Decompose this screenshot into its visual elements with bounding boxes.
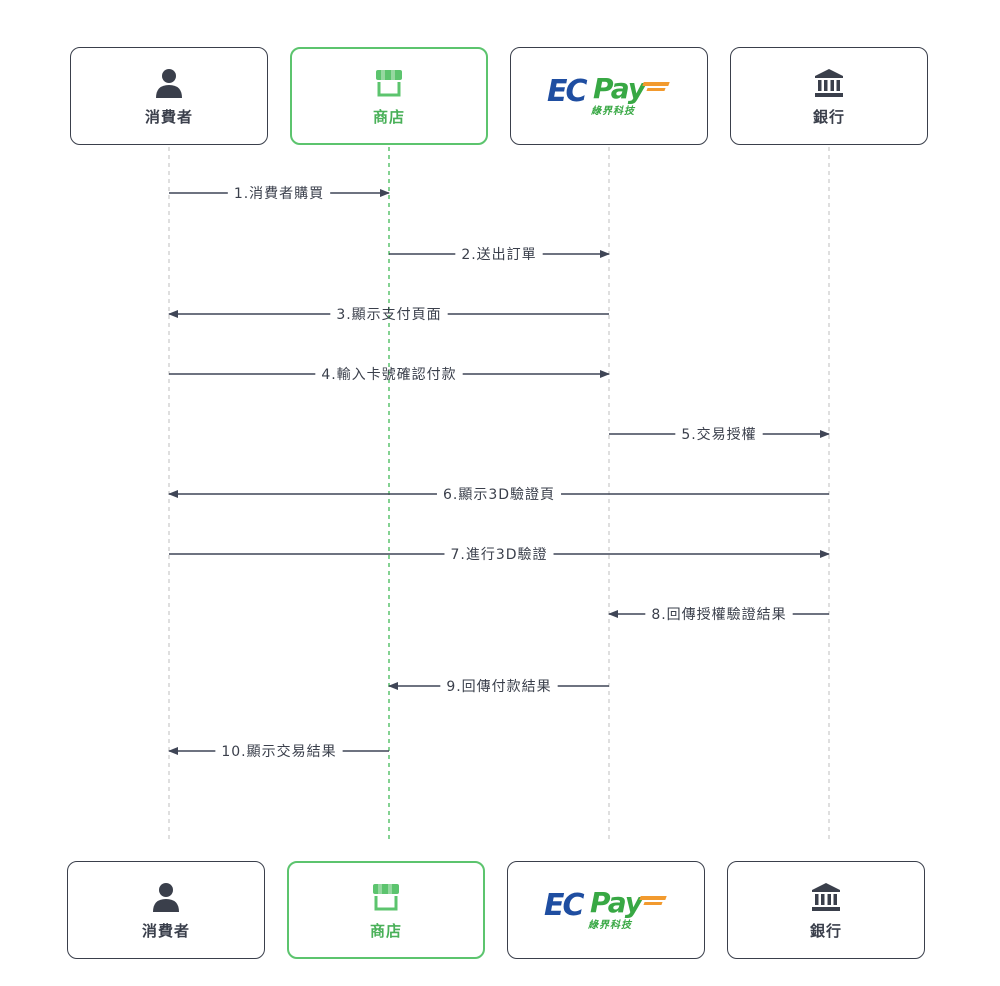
user-icon — [152, 880, 180, 914]
participant-label: 銀行 — [812, 107, 845, 126]
ecpay-logo-ec: EC — [544, 888, 584, 923]
participant-consumer-top: 消費者 — [70, 47, 268, 145]
ecpay-logo-subtitle: 綠界科技 — [591, 106, 635, 117]
message-label: 5.交易授權 — [681, 426, 756, 443]
participant-ecpay-top: EC Pay 綠界科技 — [510, 47, 708, 145]
participant-store-top: 商店 — [290, 47, 488, 145]
bank-icon — [811, 880, 841, 914]
ecpay-logo-subtitle: 綠界科技 — [588, 920, 632, 931]
message-label: 7.進行3D驗證 — [450, 546, 547, 563]
participant-label: 商店 — [372, 107, 405, 126]
message-label: 2.送出訂單 — [461, 247, 536, 263]
participant-label: 商店 — [369, 921, 402, 940]
participant-store-bottom: 商店 — [287, 861, 485, 959]
message-label: 9.回傳付款結果 — [446, 679, 551, 695]
participant-ecpay-bottom: EC Pay 綠界科技 — [507, 861, 705, 959]
ecpay-logo-pay: Pay — [593, 72, 646, 105]
participant-consumer-bottom: 消費者 — [67, 861, 265, 959]
bank-icon — [814, 66, 844, 100]
ecpay-logo: EC Pay 綠界科技 — [547, 72, 671, 117]
message-label: 3.顯示支付頁面 — [336, 307, 441, 323]
ecpay-logo-pay: Pay — [590, 886, 643, 919]
ecpay-logo: EC Pay 綠界科技 — [544, 886, 668, 931]
message-label: 6.顯示3D驗證頁 — [443, 486, 555, 503]
participant-bank-top: 銀行 — [730, 47, 928, 145]
message-label: 10.顯示交易結果 — [221, 743, 336, 760]
message-label: 1.消費者購買 — [234, 186, 324, 202]
participant-label: 消費者 — [144, 107, 193, 126]
store-icon — [371, 880, 401, 914]
ecpay-logo-ec: EC — [547, 74, 587, 109]
participant-label: 消費者 — [141, 921, 190, 940]
participant-label: 銀行 — [809, 921, 842, 940]
message-label: 8.回傳授權驗證結果 — [651, 606, 786, 623]
user-icon — [155, 66, 183, 100]
store-icon — [374, 66, 404, 100]
message-label: 4.輸入卡號確認付款 — [321, 367, 456, 383]
participant-bank-bottom: 銀行 — [727, 861, 925, 959]
